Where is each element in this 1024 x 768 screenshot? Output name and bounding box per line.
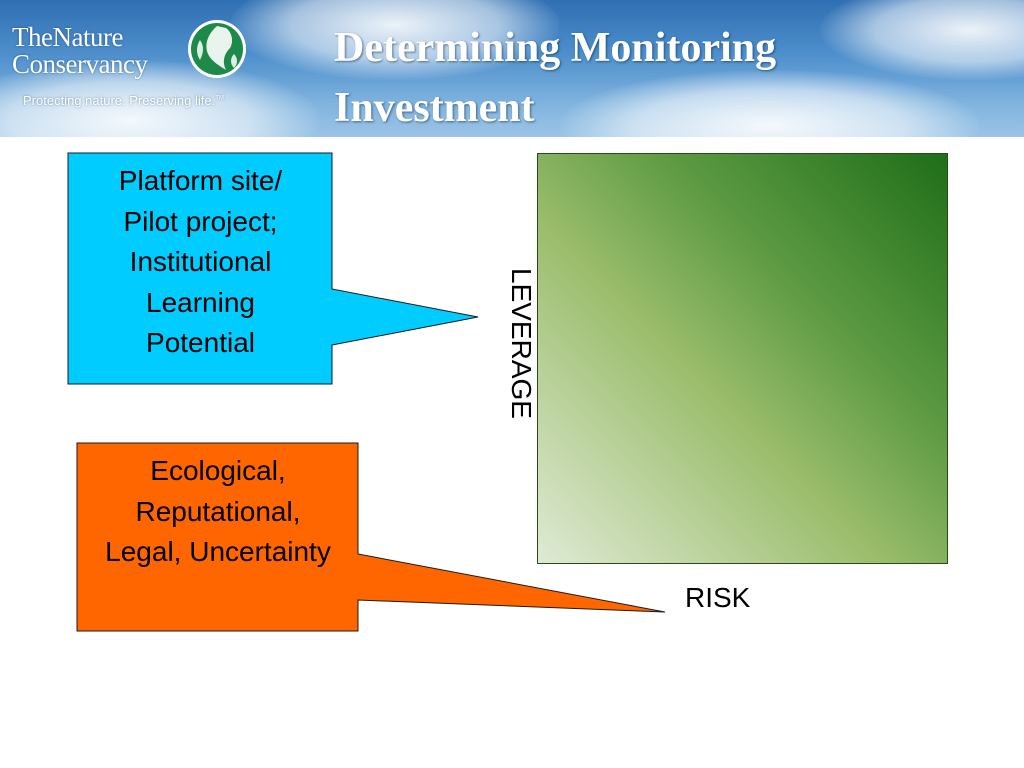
logo-wordmark: TheNature Conservancy	[12, 24, 192, 78]
platform-callout-shape	[67, 152, 479, 385]
y-axis-label: LEVERAGE	[506, 268, 537, 419]
x-axis-label: RISK	[685, 582, 751, 613]
logo-tagline: Protecting nature. Preserving life.TM	[23, 93, 224, 108]
header-banner: TheNature Conservancy Protecting nature.…	[0, 0, 1024, 137]
platform-callout-text: Platform site/ Pilot project; Institutio…	[118, 165, 283, 358]
risk-callout-text: Ecological, Reputational, Legal, Uncerta…	[105, 455, 331, 567]
logo-name-line2: Conservancy	[12, 49, 148, 79]
globe-leaf-icon	[188, 20, 246, 78]
slide-title: Determining Monitoring Investment	[334, 25, 777, 131]
logo-name-line1: TheNature	[12, 22, 123, 52]
trademark-mark: TM	[215, 95, 224, 102]
organization-logo: TheNature Conservancy Protecting nature.…	[12, 18, 257, 118]
risk-callout-shape	[76, 442, 666, 632]
risk-leverage-matrix	[537, 153, 948, 564]
